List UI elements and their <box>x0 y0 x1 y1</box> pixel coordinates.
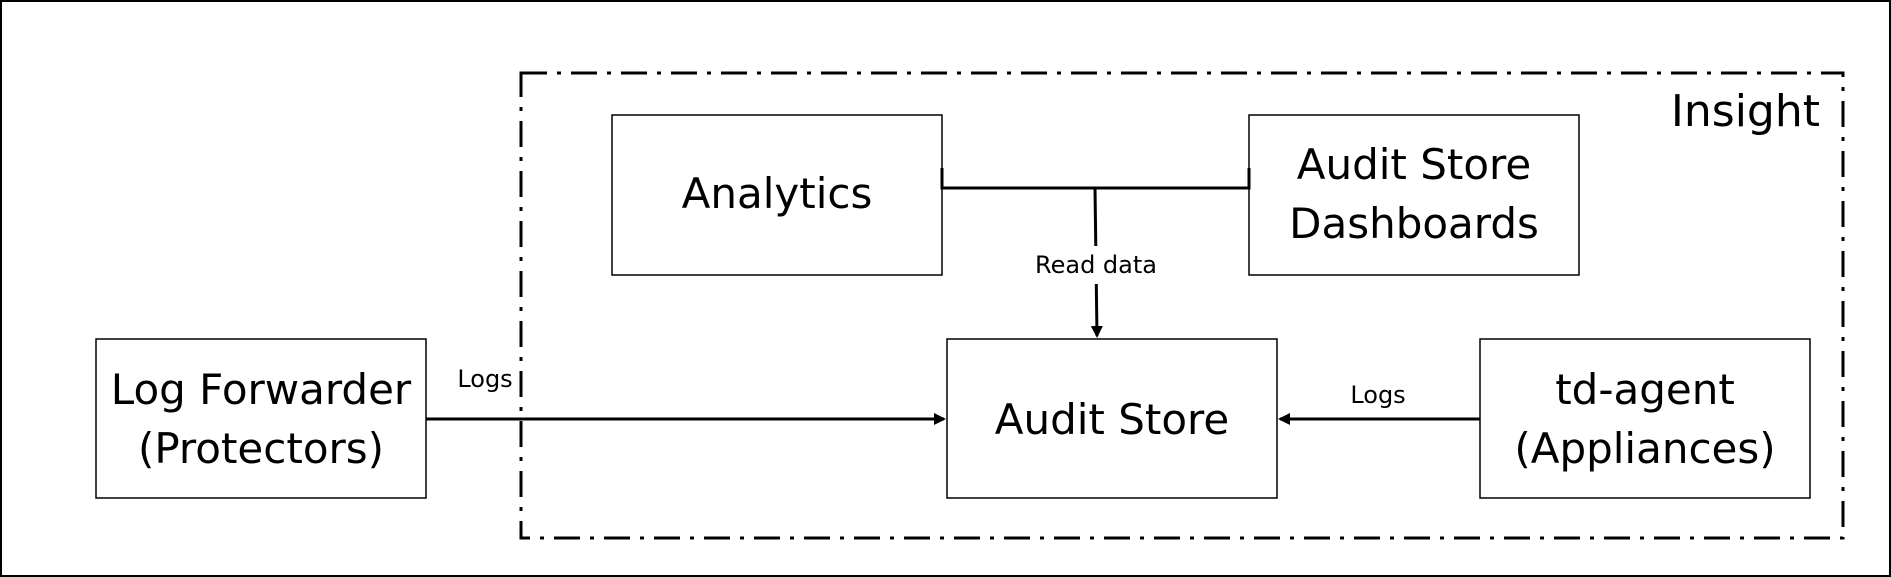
log-forwarder-node: Log Forwarder (Protectors) <box>95 338 427 499</box>
log-forwarder-label-line2: (Protectors) <box>138 424 384 473</box>
insight-group-label: Insight <box>1671 86 1820 137</box>
dashboards-label-line2: Dashboards <box>1289 199 1539 248</box>
audit-store-label: Audit Store <box>995 395 1230 444</box>
td-agent-label-line2: (Appliances) <box>1514 424 1775 473</box>
log-forwarder-label-line1: Log Forwarder <box>111 365 412 414</box>
analytics-node: Analytics <box>611 114 943 276</box>
analytics-label: Analytics <box>682 169 873 218</box>
td-agent-node: td-agent (Appliances) <box>1479 338 1811 499</box>
read-data-label-bg <box>1030 246 1162 284</box>
read-data-label: Read data <box>1035 251 1157 279</box>
audit-store-node: Audit Store <box>946 338 1278 499</box>
td-agent-label-line1: td-agent <box>1555 365 1735 414</box>
dashboards-label-line1: Audit Store <box>1297 140 1532 189</box>
audit-store-dashboards-node: Audit Store Dashboards <box>1248 114 1580 276</box>
insight-group-boundary <box>519 71 1845 540</box>
logs-label-right: Logs <box>1350 381 1405 409</box>
read-data-bracket <box>940 168 1251 190</box>
logs-label-left: Logs <box>457 365 512 393</box>
